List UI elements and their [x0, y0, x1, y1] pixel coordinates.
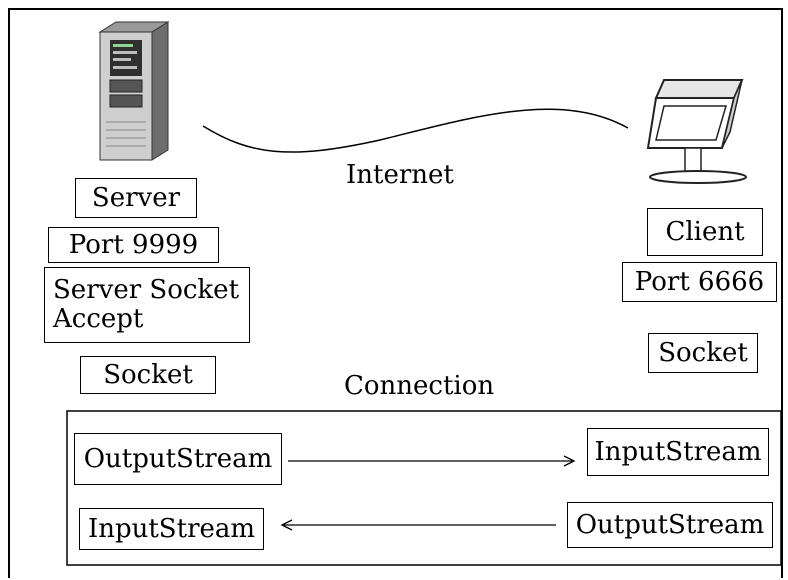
- internet-label: Internet: [346, 160, 454, 190]
- connection-label: Connection: [344, 371, 495, 401]
- server-inputstream-box: InputStream: [79, 508, 264, 550]
- internet-link-line: [202, 108, 629, 153]
- client-outputstream-box: OutputStream: [567, 502, 773, 548]
- server-socket-label: Server Socket: [53, 275, 240, 306]
- diagram-frame: [8, 8, 783, 578]
- accept-label: Accept: [53, 304, 144, 334]
- connection-box: [66, 410, 782, 566]
- monitor-icon: [646, 79, 747, 184]
- client-socket-box: Socket: [648, 333, 758, 373]
- client-port-box: Port 6666: [622, 262, 777, 302]
- server-socket-accept-box: Server Socket Accept: [44, 267, 250, 343]
- arrow-client-to-server: [280, 519, 556, 531]
- client-name-box: Client: [647, 208, 763, 256]
- server-name-box: Server: [75, 178, 197, 218]
- server-socket-box: Socket: [80, 356, 216, 394]
- server-tower-icon: [98, 21, 170, 161]
- client-inputstream-box: InputStream: [587, 428, 769, 476]
- server-outputstream-box: OutputStream: [74, 433, 282, 485]
- arrow-server-to-client: [288, 455, 576, 467]
- server-port-box: Port 9999: [48, 227, 219, 263]
